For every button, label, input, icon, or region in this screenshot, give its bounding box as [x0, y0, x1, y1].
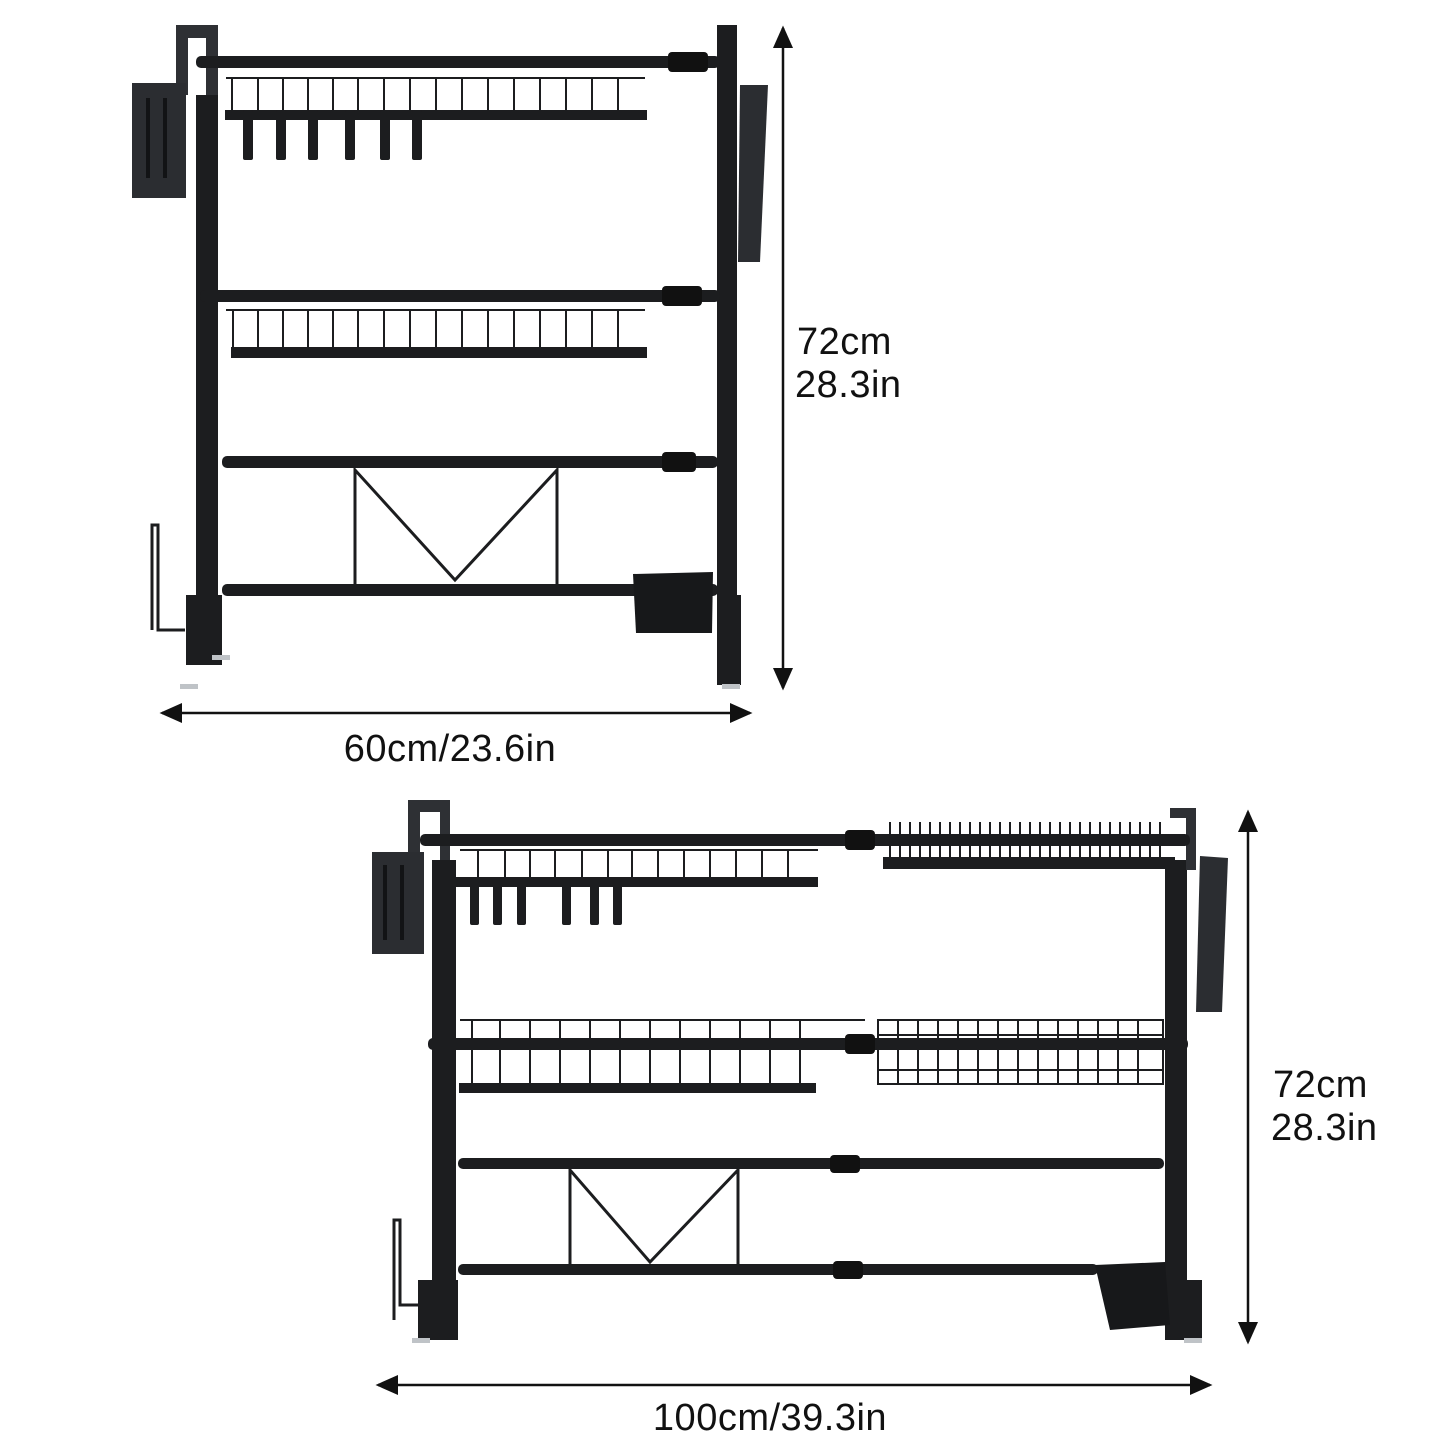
lower-bar [222, 456, 718, 468]
middle-bar [428, 1038, 1188, 1050]
sponge-caddy [1095, 1262, 1170, 1330]
left-upright [196, 95, 218, 645]
left-handle [176, 25, 218, 95]
top-left-basket [454, 849, 818, 887]
utensil-hooks [243, 110, 422, 160]
right-foot [1180, 1280, 1202, 1340]
plate-rack [883, 822, 1175, 869]
sponge-caddy [633, 572, 713, 633]
utensil-hooks [470, 885, 622, 925]
right-foot [717, 595, 741, 685]
height-label-cm-small: 72cm [797, 321, 892, 363]
top-bar [420, 834, 1190, 846]
height-label-cm-large: 72cm [1273, 1064, 1368, 1106]
height-label-in-large: 28.3in [1271, 1107, 1378, 1149]
knife-holder [132, 83, 186, 198]
left-foot [418, 1280, 458, 1340]
knife-holder [372, 852, 424, 954]
rack-retracted [132, 25, 793, 723]
wire-stand [150, 523, 185, 632]
right-handle [1170, 808, 1196, 870]
bottom-bar [458, 1264, 1098, 1275]
board-divider [353, 466, 559, 585]
middle-bar [200, 290, 720, 302]
width-label-large: 100cm/39.3in [652, 1397, 888, 1439]
telescopic-joint [662, 286, 702, 306]
width-label-small: 60cm/23.6in [343, 728, 557, 770]
right-upright [717, 25, 737, 645]
top-bar [196, 56, 720, 68]
middle-basket [226, 309, 647, 358]
right-upright [1165, 860, 1187, 1340]
telescopic-joint [668, 52, 708, 72]
left-handle [408, 800, 450, 860]
cutting-board-holder [1196, 856, 1228, 1012]
cutting-board-holder [738, 85, 768, 262]
left-upright [432, 860, 456, 1340]
height-label-in-small: 28.3in [795, 364, 902, 406]
middle-left-basket [459, 1019, 865, 1093]
bottom-bar [222, 584, 718, 596]
left-foot [186, 595, 222, 665]
top-basket [225, 77, 647, 120]
lower-bar [458, 1158, 1164, 1169]
wire-stand [392, 1218, 430, 1320]
board-divider [568, 1165, 740, 1265]
rack-extended [372, 800, 1258, 1395]
middle-right-basket [877, 1019, 1164, 1085]
